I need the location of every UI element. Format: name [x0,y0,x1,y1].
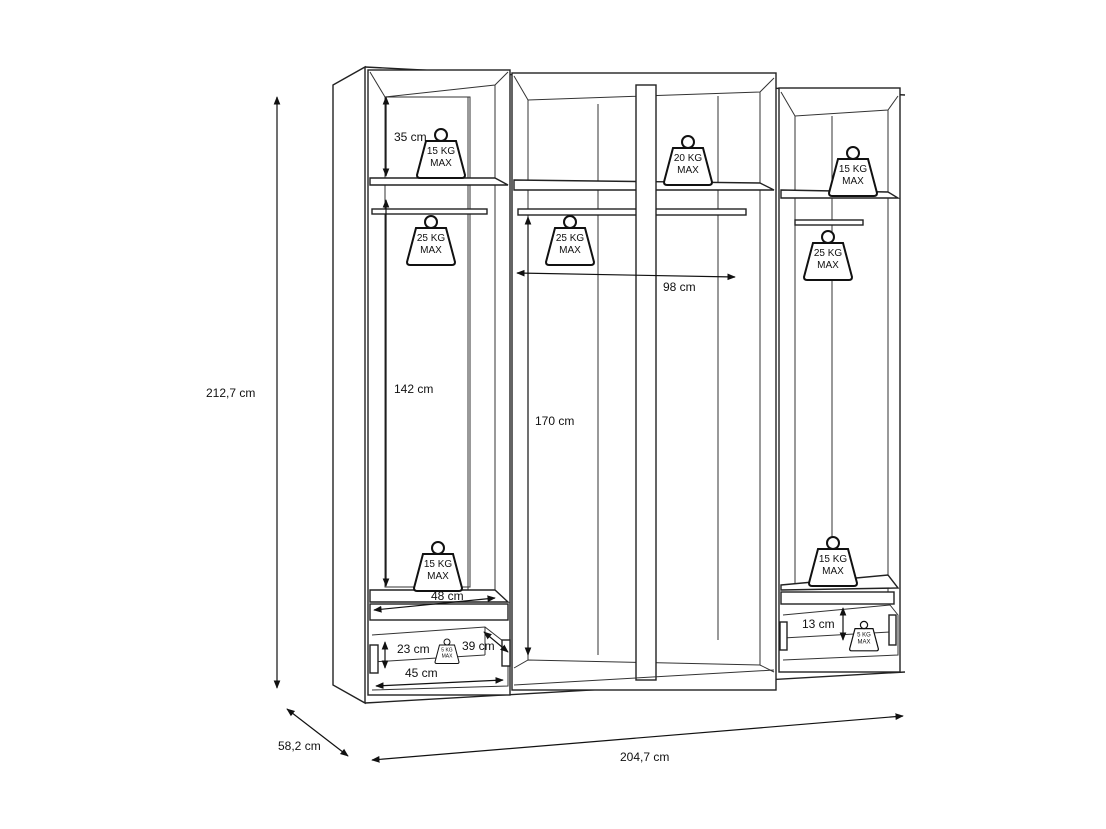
weight-max-label: MAX [430,158,452,169]
weight-value-label: 20 KG [674,153,703,164]
weight-value-label: 25 KG [417,233,446,244]
weight-max-label: MAX [420,245,442,256]
weight-value-label: 5 KG [441,648,453,654]
weight-max-label: MAX [842,176,864,187]
weight-max-label: MAX [857,640,870,646]
weight-value-label: 15 KG [819,554,848,565]
weight-value-label: 25 KG [556,233,585,244]
rail-width-label: 98 cm [663,280,696,294]
weight-max-label: MAX [677,165,699,176]
top-shelf-height-label: 35 cm [394,130,427,144]
weight-max-label: MAX [817,260,839,271]
weight-max-label: MAX [822,566,844,577]
right-drawer-height-label: 13 cm [802,617,835,631]
left-drawer-width-label: 45 cm [405,666,438,680]
weight-value-label: 15 KG [839,164,868,175]
weight-icon: 5 KG MAX [848,620,880,652]
left-shelf-width-label: 48 cm [431,589,464,603]
dimension-labels: 212,7 cm 58,2 cm 204,7 cm 35 cm 98 cm 14… [206,130,835,764]
weight-max-label: MAX [559,245,581,256]
dimension-lines [273,96,904,763]
width-label: 204,7 cm [620,750,669,764]
weight-value-label: 5 KG [857,632,871,638]
weight-max-label: MAX [442,654,454,660]
weight-max-label: MAX [427,571,449,582]
left-drawer-depth-label: 39 cm [462,639,495,653]
center-hanging-height-label: 170 cm [535,414,574,428]
weight-value-label: 25 KG [814,248,843,259]
left-hanging-height-label: 142 cm [394,382,433,396]
left-drawer-height-label: 23 cm [397,642,430,656]
height-label: 212,7 cm [206,386,255,400]
weight-value-label: 15 KG [427,146,456,157]
depth-label: 58,2 cm [278,739,321,753]
weight-value-label: 15 KG [424,559,453,570]
